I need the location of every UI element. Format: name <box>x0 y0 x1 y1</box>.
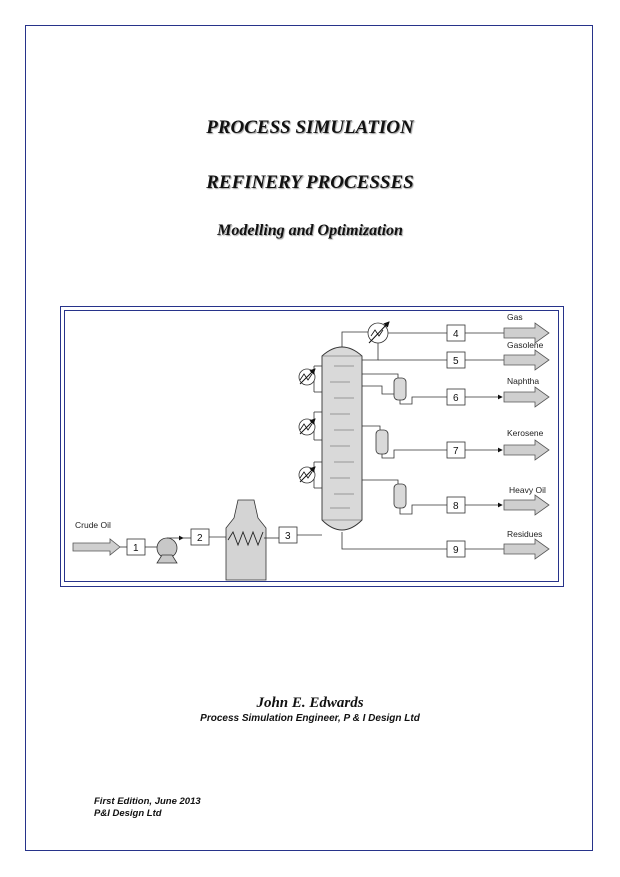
stream-box-6: 6 <box>446 388 466 406</box>
heat-exchanger-icon <box>298 365 322 393</box>
stream-number-1: 1 <box>133 543 139 554</box>
furnace-icon <box>225 499 267 581</box>
stream-box-8: 8 <box>446 496 466 514</box>
product-arrow-gasolene <box>503 349 550 371</box>
stream-number-7: 7 <box>453 446 459 457</box>
stream-number-9: 9 <box>453 545 459 556</box>
process-diagram-inner <box>64 310 559 582</box>
drum-icon <box>362 373 447 405</box>
stream-box-7: 7 <box>446 441 466 459</box>
stream-box-2: 2 <box>190 528 210 546</box>
heat-exchanger-icon <box>298 461 322 489</box>
stream-number-8: 8 <box>453 501 459 512</box>
cover-tagline: Modelling and Optimization <box>217 222 403 239</box>
product-label-naphtha: Naphtha <box>507 376 539 386</box>
cover-title: PROCESS SIMULATION <box>206 117 414 138</box>
stream-number-4: 4 <box>453 329 459 340</box>
product-arrow-kerosene <box>503 439 550 461</box>
stream-box-3: 3 <box>278 526 298 544</box>
product-label-gasolene: Gasolene <box>507 340 544 350</box>
product-label-gas: Gas <box>507 312 523 322</box>
heat-exchanger-icon <box>298 411 322 441</box>
product-arrow-gas <box>503 322 550 344</box>
drum-icon <box>362 479 447 515</box>
pump-icon <box>156 535 184 564</box>
process-diagram-frame <box>60 306 564 587</box>
distillation-column-icon <box>321 346 363 531</box>
product-label-residues: Residues <box>507 529 542 539</box>
author-name: John E. Edwards <box>256 695 364 711</box>
product-label-heavy-oil: Heavy Oil <box>509 485 546 495</box>
crude-oil-feed-arrow <box>72 538 121 556</box>
stream-number-3: 3 <box>285 531 291 542</box>
product-arrow-naphtha <box>503 386 550 408</box>
product-arrow-residues <box>503 538 550 560</box>
product-label-kerosene: Kerosene <box>507 428 544 438</box>
heat-exchanger-icon <box>367 321 390 344</box>
product-arrow-heavy-oil <box>503 494 550 516</box>
stream-box-9: 9 <box>446 540 466 558</box>
stream-box-4: 4 <box>446 324 466 342</box>
cover-subtitle: REFINERY PROCESSES <box>206 172 414 193</box>
stream-number-5: 5 <box>453 356 459 367</box>
stream-box-1: 1 <box>126 538 146 556</box>
edition-line: First Edition, June 2013 <box>94 796 201 807</box>
stream-number-2: 2 <box>197 533 203 544</box>
publisher-line: P&I Design Ltd <box>94 808 162 819</box>
author-affiliation: Process Simulation Engineer, P & I Desig… <box>200 713 420 724</box>
drum-icon <box>362 425 447 459</box>
crude-oil-label: Crude Oil <box>75 520 111 530</box>
page-border <box>25 25 593 851</box>
stream-box-5: 5 <box>446 351 466 369</box>
stream-number-6: 6 <box>453 393 459 404</box>
